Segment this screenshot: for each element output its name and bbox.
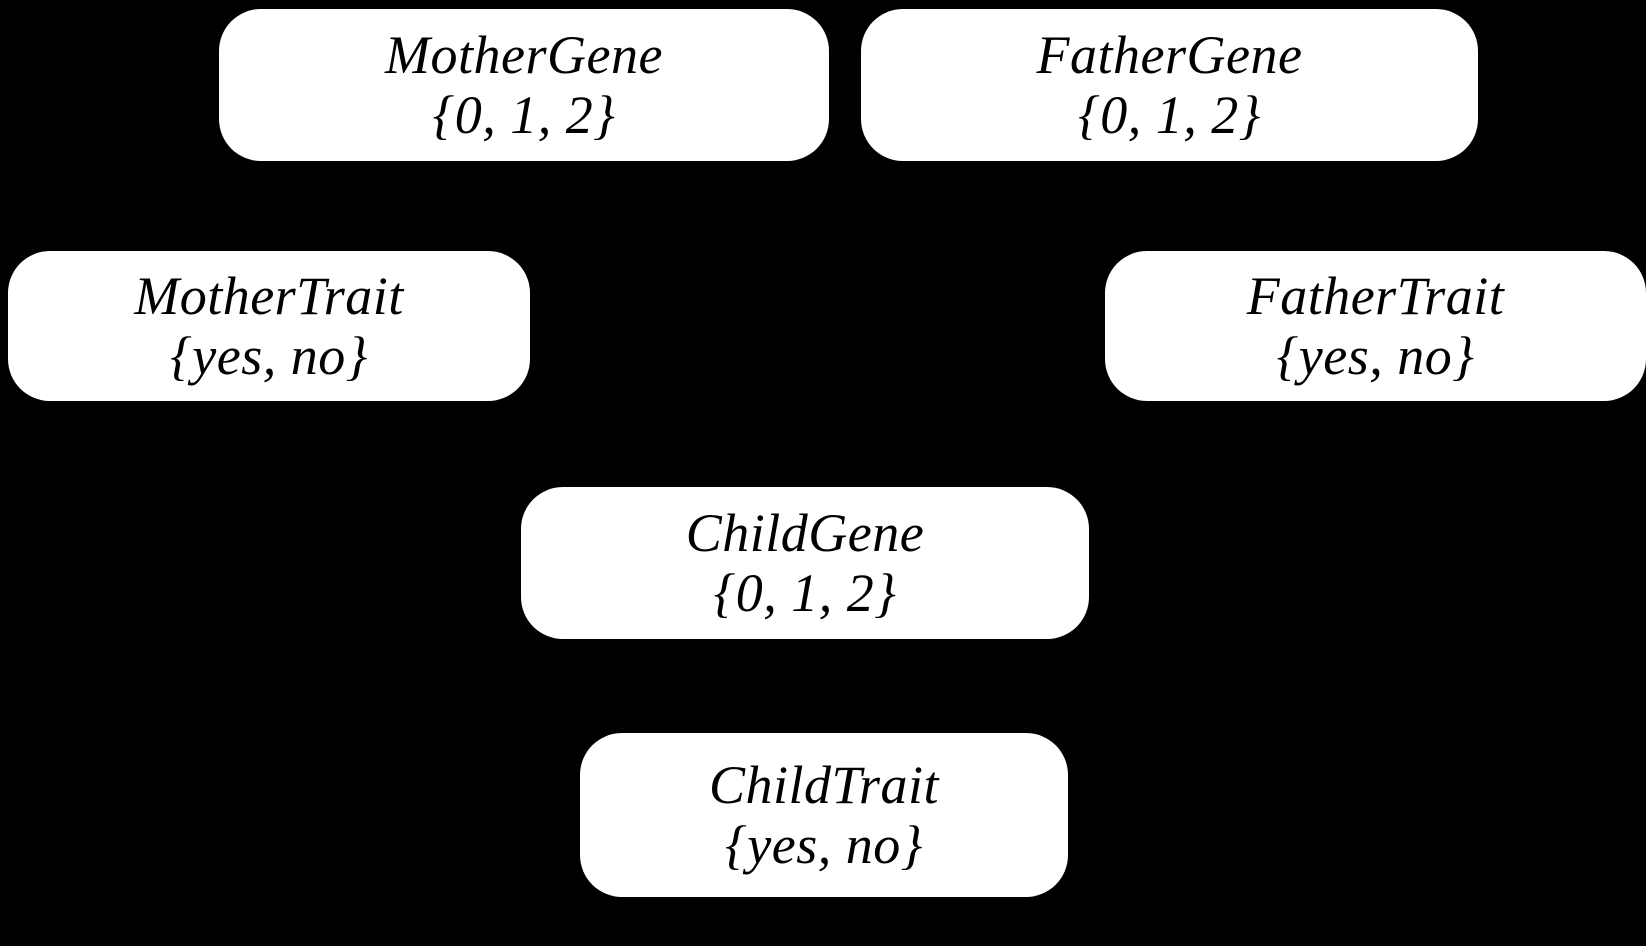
node-father-gene-domain: {0, 1, 2} — [1078, 85, 1261, 145]
node-mother-gene[interactable]: MotherGene {0, 1, 2} — [219, 9, 829, 161]
node-child-trait[interactable]: ChildTrait {yes, no} — [580, 733, 1068, 897]
node-mother-trait-title: MotherTrait — [134, 265, 404, 326]
node-father-trait-domain: {yes, no} — [1276, 326, 1475, 386]
node-mother-trait-domain: {yes, no} — [170, 326, 368, 386]
node-father-trait[interactable]: FatherTrait {yes, no} — [1105, 251, 1646, 401]
node-mother-gene-title: MotherGene — [385, 24, 663, 85]
node-father-trait-title: FatherTrait — [1246, 265, 1505, 326]
node-child-gene-domain: {0, 1, 2} — [713, 563, 897, 623]
node-mother-trait[interactable]: MotherTrait {yes, no} — [8, 251, 530, 401]
node-father-gene[interactable]: FatherGene {0, 1, 2} — [861, 9, 1478, 161]
node-child-gene-title: ChildGene — [685, 502, 925, 563]
node-child-trait-title: ChildTrait — [708, 754, 940, 815]
node-mother-gene-domain: {0, 1, 2} — [432, 85, 616, 145]
node-child-gene[interactable]: ChildGene {0, 1, 2} — [521, 487, 1089, 639]
node-father-gene-title: FatherGene — [1036, 24, 1303, 85]
node-child-trait-domain: {yes, no} — [725, 815, 923, 875]
